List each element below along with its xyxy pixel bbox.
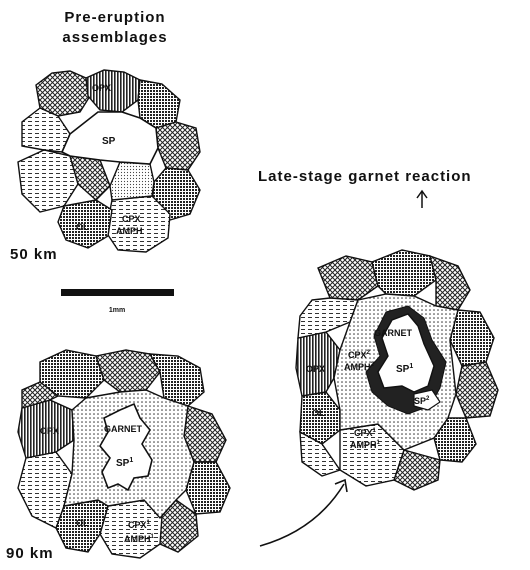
mineral-grain xyxy=(156,122,200,170)
mineral-grain xyxy=(18,150,78,212)
opx-label: OPX xyxy=(92,83,111,93)
ol-label-late: OL xyxy=(312,408,325,418)
mineral-grain xyxy=(456,362,498,418)
garnet-label: GARNET xyxy=(104,424,143,434)
assemblage-90km: GARNET OPX OL SP1 CPX1 AMPH1 xyxy=(18,350,230,558)
amph-label: AMPH xyxy=(116,226,143,236)
mineral-grain xyxy=(110,162,154,200)
scale-bar-line xyxy=(61,289,174,296)
amph2-label: AMPH2 xyxy=(344,362,375,372)
scale-bar-label: 1mm xyxy=(109,307,125,314)
ol-label-90km: OL xyxy=(76,518,89,528)
opx-label-90km: OPX xyxy=(40,426,59,436)
opx-label-late: OPX xyxy=(306,364,325,374)
sp-label: SP xyxy=(102,136,116,147)
mineral-grain xyxy=(70,156,110,200)
amph1-label: AMPH1 xyxy=(124,534,155,544)
mineral-grain xyxy=(430,256,470,310)
cpx-label: CPX xyxy=(122,214,141,224)
garnet-label-late: GARNET xyxy=(374,328,413,338)
mineral-grain xyxy=(450,310,494,366)
mineral-grain xyxy=(186,462,230,514)
ol-label: OL xyxy=(76,222,89,232)
scale-bar: 1mm xyxy=(61,289,174,314)
transition-arrow xyxy=(260,480,347,546)
amph1-label-late: AMPH1 xyxy=(350,440,381,450)
mineral-grain xyxy=(318,256,378,300)
mineral-grain xyxy=(372,250,436,296)
cpx-amph-grain xyxy=(106,196,170,252)
up-arrow-icon xyxy=(417,191,427,208)
mineral-grain xyxy=(96,350,160,392)
assemblage-late-stage: GARNET CPX2 AMPH2 OPX OL SP1 SP2 CPX1 AM… xyxy=(296,250,498,490)
assemblage-50km: OPX SP OL CPX AMPH xyxy=(18,70,200,252)
